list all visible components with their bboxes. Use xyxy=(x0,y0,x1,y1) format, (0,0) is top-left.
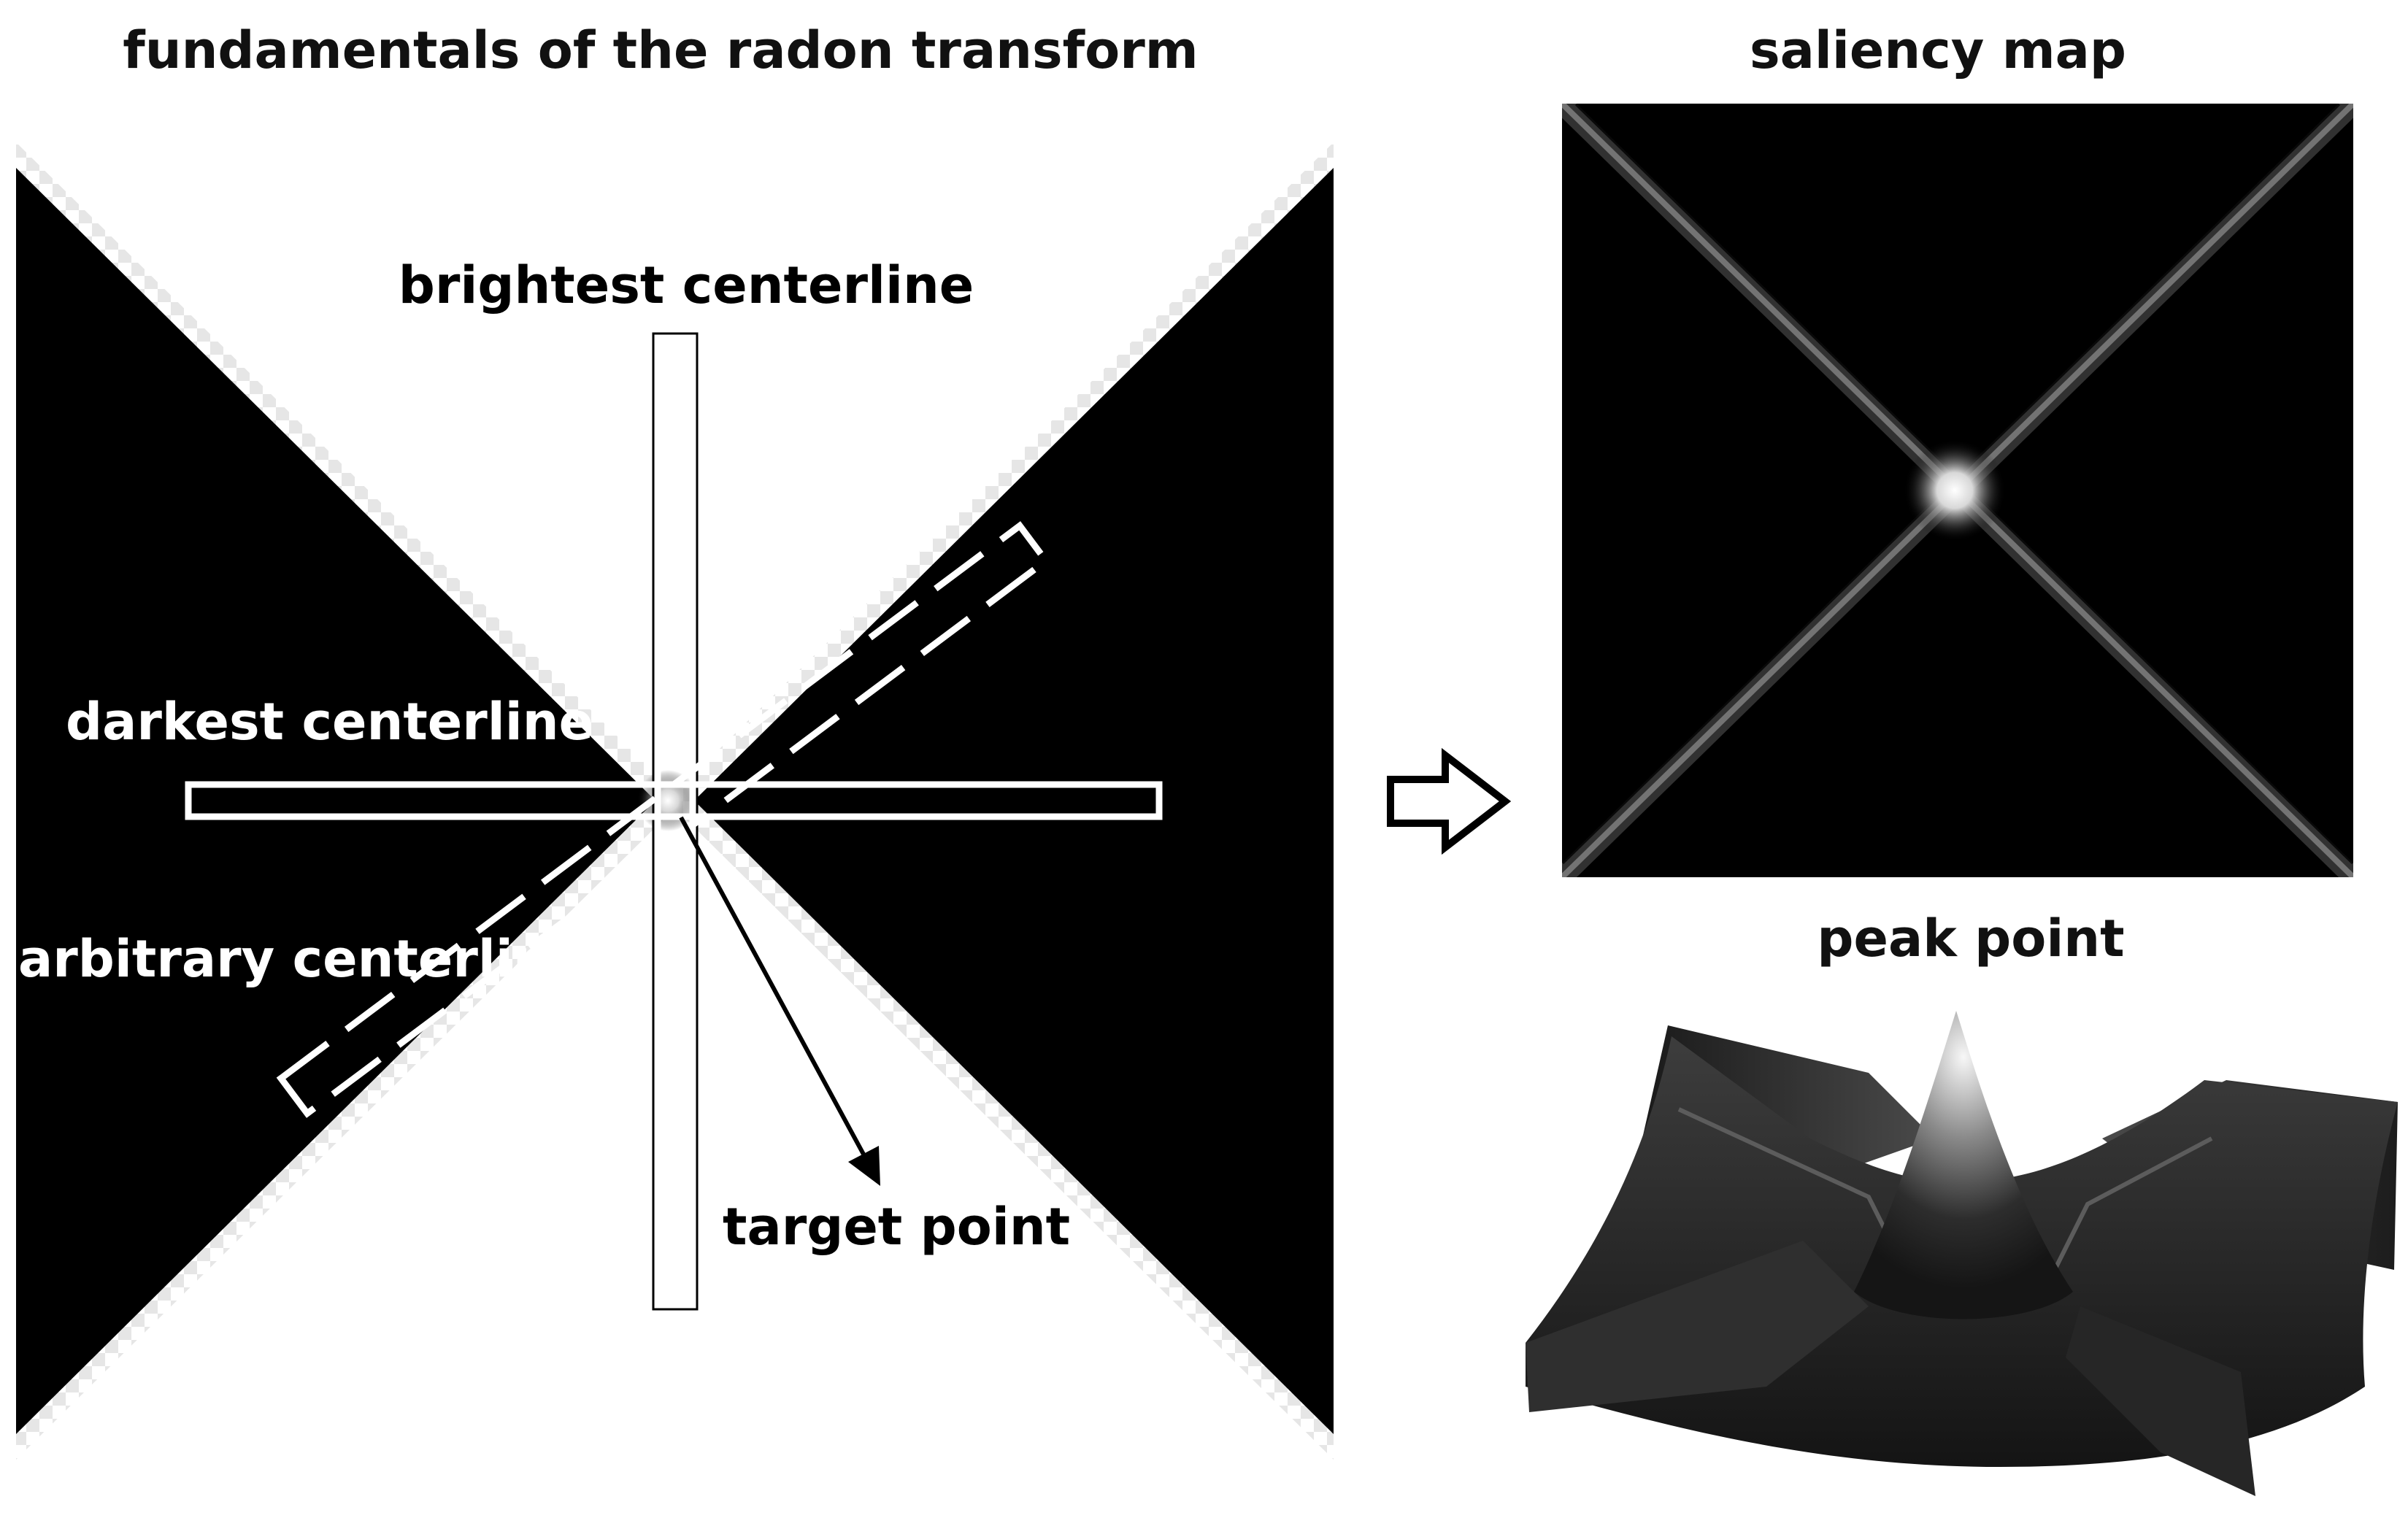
saliency-peak xyxy=(1904,439,2006,542)
left-panel-title: fundamentals of the radon transform xyxy=(123,20,1198,80)
right-black-triangle xyxy=(694,168,1334,1434)
darkest-centerline-box xyxy=(185,781,1163,820)
peak-surface-plot xyxy=(1526,1011,2398,1496)
arrow-pointer-icon xyxy=(679,816,880,1186)
peak-point-title: peak point xyxy=(1817,909,2124,968)
target-point-label: target point xyxy=(723,1197,1070,1257)
arbitrary-centerline-box xyxy=(276,521,1051,1118)
darkest-centerline-label: darkest centerline xyxy=(66,692,593,752)
left-black-triangle xyxy=(16,168,655,1434)
arbitrary-centerline-label: arbitrary centerline xyxy=(18,929,584,989)
saliency-map-title: saliency map xyxy=(1750,20,2126,80)
saliency-map-image xyxy=(1562,104,2353,877)
hourglass-image xyxy=(16,142,1334,1460)
peak-spike xyxy=(1854,1011,2073,1319)
brightest-centerline-label: brightest centerline xyxy=(399,255,974,315)
target-point-glow xyxy=(637,770,699,831)
hollow-right-arrow-icon xyxy=(1387,747,1512,855)
